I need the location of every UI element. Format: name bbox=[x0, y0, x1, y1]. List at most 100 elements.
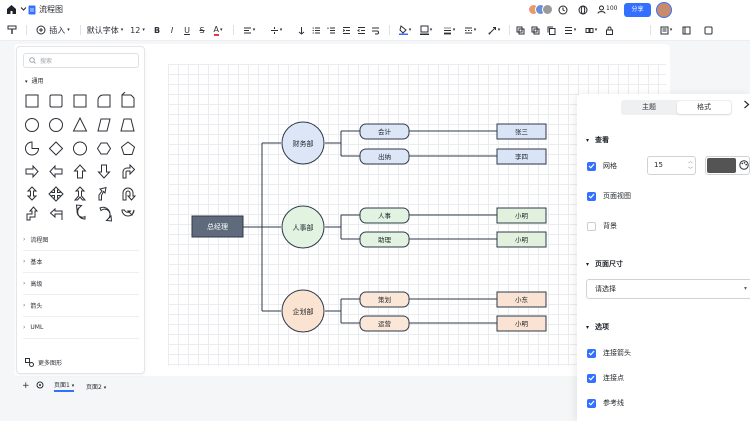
checkbox-checked[interactable] bbox=[587, 348, 596, 358]
person-node[interactable]: 小明 bbox=[496, 231, 547, 248]
person-node[interactable]: 李四 bbox=[496, 148, 547, 165]
shape-search-input[interactable]: 搜索 bbox=[23, 53, 139, 68]
lock-icon[interactable] bbox=[604, 23, 614, 37]
text-wrap-icon[interactable] bbox=[370, 23, 380, 37]
distribute-icon[interactable]: ▾ bbox=[582, 23, 600, 37]
role-node[interactable]: 策划 bbox=[359, 291, 410, 308]
align-icon[interactable]: ▾ bbox=[240, 23, 258, 37]
font-family-select[interactable]: 默认字体 ▾ bbox=[86, 23, 124, 37]
globe-icon[interactable] bbox=[578, 5, 588, 15]
section-page-size[interactable]: ▾页面尺寸 bbox=[586, 260, 624, 268]
section-options[interactable]: ▾选项 bbox=[586, 323, 610, 331]
frame-icon[interactable] bbox=[681, 23, 691, 37]
category-uml[interactable]: ›UML bbox=[23, 317, 139, 339]
fullscreen-icon[interactable] bbox=[703, 23, 713, 37]
person-node[interactable]: 张三 bbox=[496, 123, 547, 140]
text-color-icon[interactable]: A▾ bbox=[213, 24, 223, 36]
connection-points-checkbox[interactable]: 连接点 bbox=[587, 373, 624, 383]
octagon-shape bbox=[73, 141, 87, 156]
department-node[interactable]: 财务部 bbox=[281, 121, 325, 165]
root-node[interactable]: 总经理 bbox=[191, 215, 244, 238]
checkbox-checked[interactable] bbox=[587, 398, 596, 408]
checkbox-checked[interactable] bbox=[587, 161, 596, 171]
outdent-icon[interactable] bbox=[356, 23, 366, 37]
role-label: 出纳 bbox=[378, 152, 391, 161]
category-flowchart[interactable]: ›流程图 bbox=[23, 229, 139, 251]
role-node[interactable]: 出纳 bbox=[359, 148, 410, 165]
person-node[interactable]: 小东 bbox=[496, 291, 547, 308]
department-node[interactable]: 企划部 bbox=[281, 289, 325, 333]
font-size-select[interactable]: 12 ▾ bbox=[129, 23, 146, 37]
chevron-down-icon[interactable] bbox=[20, 5, 27, 12]
person-node[interactable]: 小明 bbox=[496, 315, 547, 332]
category-arrows[interactable]: ›箭头 bbox=[23, 295, 139, 317]
checkbox-checked[interactable] bbox=[587, 373, 596, 383]
u-turn-arrow-shape bbox=[122, 187, 137, 201]
chevron-right-icon: › bbox=[23, 302, 26, 309]
section-header-basic[interactable]: ▾通用 bbox=[25, 78, 44, 85]
list-icon[interactable] bbox=[311, 23, 321, 37]
format-painter-icon[interactable] bbox=[5, 23, 19, 37]
text-direction-icon[interactable] bbox=[296, 23, 306, 37]
home-icon[interactable] bbox=[6, 4, 17, 15]
arrange-icon[interactable]: ▾ bbox=[561, 23, 579, 37]
page-size-select[interactable]: 请选择 ▾ bbox=[586, 279, 750, 299]
panel-toggle-icon[interactable]: ▾ bbox=[657, 23, 675, 37]
border-color-icon[interactable]: ▾ bbox=[417, 23, 435, 37]
connector-icon[interactable]: ▾ bbox=[485, 23, 503, 37]
history-icon[interactable] bbox=[558, 5, 568, 15]
bring-front-icon[interactable] bbox=[515, 23, 525, 37]
chevron-right-icon: › bbox=[23, 280, 26, 287]
user-count-icon[interactable] bbox=[597, 5, 606, 14]
line-style-icon[interactable]: ▾ bbox=[461, 23, 479, 37]
stepper-icon[interactable]: ︿﹀ bbox=[687, 159, 693, 173]
section-view[interactable]: ▾查看 bbox=[586, 136, 610, 144]
vertical-align-icon[interactable]: ▾ bbox=[267, 23, 285, 37]
grid-checkbox[interactable]: 网格 bbox=[587, 161, 617, 171]
share-button[interactable]: 分享 bbox=[624, 3, 651, 17]
bold-icon[interactable]: B bbox=[153, 25, 161, 35]
page-tab[interactable]: 页面2 ▾ bbox=[86, 383, 107, 391]
fill-color-icon[interactable]: ▾ bbox=[396, 23, 414, 37]
page-tab[interactable]: 页面1 ▾ bbox=[54, 380, 75, 392]
category-basic[interactable]: ›基本 bbox=[23, 251, 139, 273]
tab-format[interactable]: 格式 bbox=[677, 101, 731, 114]
person-node[interactable]: 小明 bbox=[496, 207, 547, 224]
turn-arrow-shape bbox=[122, 163, 136, 179]
grid-size-input[interactable]: 15 ︿﹀ bbox=[647, 156, 696, 175]
copy-style-icon[interactable] bbox=[546, 23, 556, 37]
page-list-icon[interactable] bbox=[36, 381, 44, 391]
checkbox-checked[interactable] bbox=[587, 191, 596, 201]
page-view-checkbox[interactable]: 页面视图 bbox=[587, 191, 631, 201]
line-weight-icon[interactable]: ▾ bbox=[443, 27, 456, 34]
more-shapes-button[interactable]: 更多图形 bbox=[25, 358, 62, 367]
document-title[interactable]: 流程图 bbox=[39, 5, 63, 14]
chevron-down-icon: ▾ bbox=[743, 285, 747, 292]
underline-icon[interactable]: U bbox=[184, 25, 190, 35]
user-avatar[interactable] bbox=[656, 2, 672, 18]
file-icon bbox=[28, 5, 36, 15]
background-checkbox[interactable]: 背景 bbox=[587, 221, 617, 231]
close-panel-icon[interactable] bbox=[743, 100, 750, 112]
role-node[interactable]: 助理 bbox=[359, 231, 410, 248]
role-node[interactable]: 运营 bbox=[359, 315, 410, 332]
numbered-list-icon[interactable] bbox=[326, 23, 336, 37]
grid-color-picker[interactable] bbox=[705, 156, 750, 175]
add-page-icon[interactable]: + bbox=[22, 381, 30, 391]
checkbox-unchecked[interactable] bbox=[587, 221, 596, 231]
italic-icon[interactable]: I bbox=[170, 25, 174, 35]
curved-right-arrow-shape bbox=[99, 206, 113, 222]
category-advanced[interactable]: ›高级 bbox=[23, 273, 139, 295]
insert-button[interactable]: 插入 ▾ bbox=[33, 23, 73, 37]
guides-checkbox[interactable]: 参考线 bbox=[587, 398, 624, 408]
role-node[interactable]: 会计 bbox=[359, 123, 410, 140]
tab-theme[interactable]: 主题 bbox=[642, 103, 656, 111]
chevron-right-icon: › bbox=[23, 324, 26, 331]
connection-arrows-checkbox[interactable]: 连接箭头 bbox=[587, 348, 631, 358]
collaborator-avatar[interactable] bbox=[542, 4, 553, 15]
indent-icon[interactable] bbox=[341, 23, 351, 37]
send-back-icon[interactable] bbox=[530, 23, 540, 37]
role-node[interactable]: 人事 bbox=[359, 207, 410, 224]
strikethrough-icon[interactable]: S bbox=[199, 25, 205, 35]
department-node[interactable]: 人事部 bbox=[281, 205, 325, 249]
